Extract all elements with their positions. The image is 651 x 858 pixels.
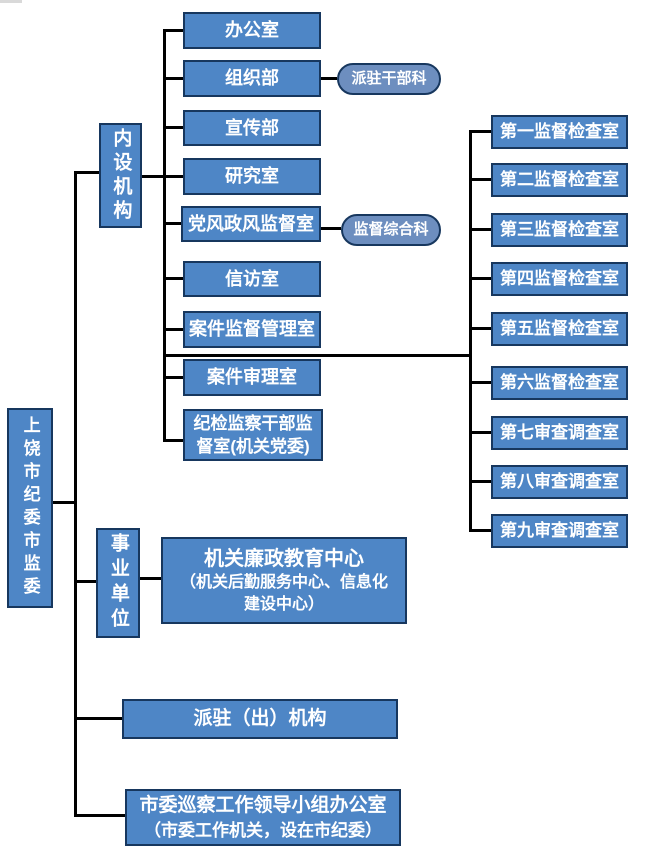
pill-supervision-comprehensive-section: 监督综合科 — [341, 214, 441, 246]
node-education-center-sub1: （机关后勤服务中心、信息化 — [179, 573, 388, 591]
node-supervision-room-3: 第三监督检查室 — [491, 213, 628, 247]
connector-stub-research — [166, 175, 183, 178]
connector-stub-petition — [166, 277, 183, 280]
connector-stub-party-style — [166, 222, 183, 225]
connector-stub-office — [163, 29, 183, 32]
connector-root — [53, 501, 77, 504]
connector-stub-case-review — [166, 376, 183, 379]
connector-stub-case-supervision — [166, 328, 183, 331]
node-inspection-office: 市委巡察工作领导小组办公室 （市委工作机关，设在市纪委） — [125, 789, 401, 846]
node-root: 上饶市纪委市监委 — [7, 408, 53, 608]
connector-inspection-office — [77, 814, 125, 817]
node-education-center-title: 机关廉政教育中心 — [204, 547, 364, 570]
node-supervision-room-4: 第四监督检查室 — [491, 262, 628, 296]
connector-rooms-link — [163, 354, 472, 357]
connector-internal-group — [74, 171, 99, 174]
connector-rooms-spine — [469, 130, 472, 532]
node-supervision-room-1: 第一监督检查室 — [491, 115, 628, 149]
connector-stub-publicity — [166, 126, 183, 129]
node-investigation-room-9: 第九审查调查室 — [491, 514, 628, 548]
connector-stub-room-6 — [472, 381, 491, 384]
node-supervision-room-2: 第二监督检查室 — [491, 163, 628, 197]
pill-dispatched-cadre-section: 派驻干部科 — [337, 63, 441, 95]
connector-stub-room-9 — [472, 529, 491, 532]
node-education-center: 机关廉政教育中心 （机关后勤服务中心、信息化 建设中心） — [161, 537, 407, 624]
node-cadre-supervision-office: 纪检监察干部监 督室(机关党委) — [183, 409, 323, 461]
node-supervision-room-5: 第五监督检查室 — [491, 312, 628, 346]
connector-stub-room-3 — [472, 228, 491, 231]
node-case-review-office: 案件审理室 — [183, 359, 321, 396]
group-internal-organs: 内设机构 — [99, 123, 142, 228]
connector-stub-room-7 — [472, 431, 491, 434]
node-case-supervision-management-office: 案件监督管理室 — [183, 311, 321, 348]
node-supervision-room-6: 第六监督检查室 — [491, 366, 628, 400]
node-party-style-supervision-office: 党风政风监督室 — [181, 206, 321, 242]
connector-main-spine — [74, 171, 77, 817]
group-public-institutions: 事业单位 — [96, 528, 140, 638]
node-education-center-sub2: 建设中心） — [243, 595, 324, 613]
connector-dispatched-agencies — [77, 717, 122, 720]
node-investigation-room-7: 第七审查调查室 — [491, 416, 628, 450]
node-cadre-supervision-line2: 督室(机关党委) — [196, 437, 310, 456]
connector-stub-room-8 — [472, 480, 491, 483]
node-general-office: 办公室 — [183, 12, 321, 49]
node-inspection-office-line1: 市委巡察工作领导小组办公室 — [139, 795, 387, 816]
node-organization-dept: 组织部 — [183, 60, 321, 97]
connector-stub-room-1 — [469, 130, 491, 133]
connector-internal-out — [142, 175, 166, 178]
node-inspection-office-line2: （市委工作机关，设在市纪委） — [144, 821, 382, 840]
corner-artifact — [0, 0, 22, 3]
node-research-office: 研究室 — [183, 158, 321, 195]
node-cadre-supervision-line1: 纪检监察干部监 — [193, 414, 313, 433]
node-petition-office: 信访室 — [183, 261, 321, 297]
connector-stub-room-5 — [472, 327, 491, 330]
node-dispatched-agencies: 派驻（出）机构 — [122, 699, 398, 739]
connector-stub-cadre-supervision — [163, 439, 183, 442]
connector-education-center — [140, 577, 163, 580]
connector-supervision-comprehensive-section — [321, 227, 341, 230]
connector-stub-organization — [166, 77, 183, 80]
connector-stub-room-2 — [472, 178, 491, 181]
connector-institution-group — [77, 580, 96, 583]
connector-dispatched-cadre-section — [321, 77, 337, 80]
connector-stub-room-4 — [472, 277, 491, 280]
node-publicity-dept: 宣传部 — [183, 110, 321, 146]
connector-internal-spine — [163, 29, 166, 442]
node-investigation-room-8: 第八审查调查室 — [491, 465, 628, 499]
